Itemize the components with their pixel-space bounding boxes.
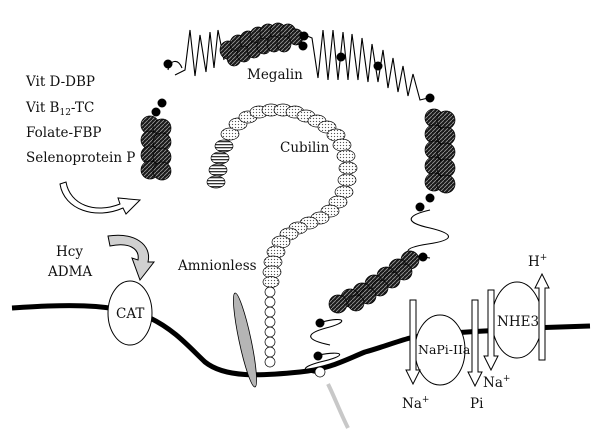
cat-uptake-arrow <box>107 234 156 282</box>
ligand-uptake-arrow <box>59 181 142 215</box>
h-arrow <box>534 272 550 361</box>
label-vitb12: Vit B12-TC <box>25 100 94 118</box>
label-na-ion-2: Na+ <box>483 374 510 391</box>
label-napi: NaPi-IIa <box>418 342 471 357</box>
megalin-linkers <box>167 29 450 375</box>
cubilin-chain <box>206 103 358 378</box>
label-megalin: Megalin <box>247 67 303 83</box>
label-folate: Folate-FBP <box>26 125 101 141</box>
cat-transporter <box>107 280 153 346</box>
megalin-tail <box>326 383 350 429</box>
label-adma: ADMA <box>47 264 92 280</box>
label-cubilin: Cubilin <box>280 140 330 156</box>
pi-arrow <box>467 299 483 388</box>
na-arrow-nhe3 <box>483 289 499 372</box>
label-cat: CAT <box>116 306 144 322</box>
label-amnionless: Amnionless <box>177 258 257 274</box>
na-arrow-napi <box>405 299 421 386</box>
amnionless-protein <box>233 292 257 388</box>
label-hcy: Hcy <box>56 244 83 260</box>
megalin-domains <box>140 22 456 314</box>
label-na-ion-1: Na+ <box>402 395 429 412</box>
ion-arrows <box>405 272 550 388</box>
label-h-ion: H+ <box>528 253 547 270</box>
label-nhe3: NHE3 <box>497 314 539 330</box>
label-pi-ion: Pi <box>470 396 484 412</box>
megalin-dots <box>151 31 435 361</box>
label-vitd: Vit D-DBP <box>25 74 95 90</box>
label-selenoprotein: Selenoprotein P <box>26 150 135 166</box>
